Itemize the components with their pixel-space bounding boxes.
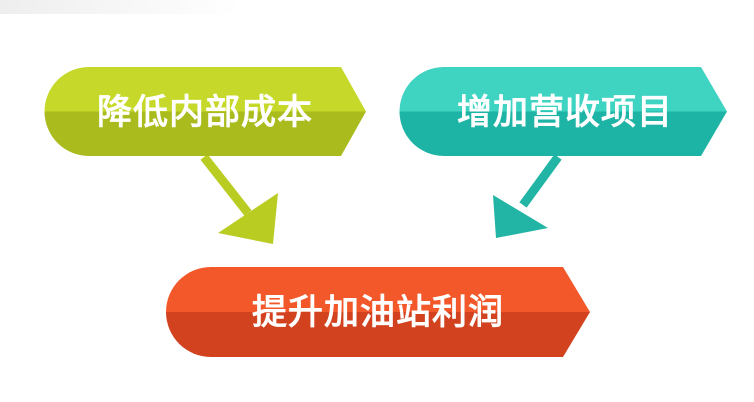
arrow-revenue-to-profit: [493, 154, 562, 238]
box-reduce-internal-cost: 降低内部成本: [44, 67, 366, 156]
box-raise-station-profit-shape: [166, 267, 590, 357]
top-left-fade: [0, 0, 240, 14]
box-increase-revenue-items-shape: [399, 67, 727, 156]
box-increase-revenue-items-label: 增加营收项目: [457, 93, 673, 133]
box-increase-revenue-items: 增加营收项目: [399, 67, 727, 156]
box-reduce-internal-cost-label: 降低内部成本: [97, 93, 313, 133]
box-reduce-internal-cost-shape: [44, 67, 366, 156]
box-raise-station-profit-label: 提升加油站利润: [252, 293, 504, 333]
arrow-cost-to-profit: [200, 154, 278, 244]
box-raise-station-profit: 提升加油站利润: [166, 267, 590, 357]
